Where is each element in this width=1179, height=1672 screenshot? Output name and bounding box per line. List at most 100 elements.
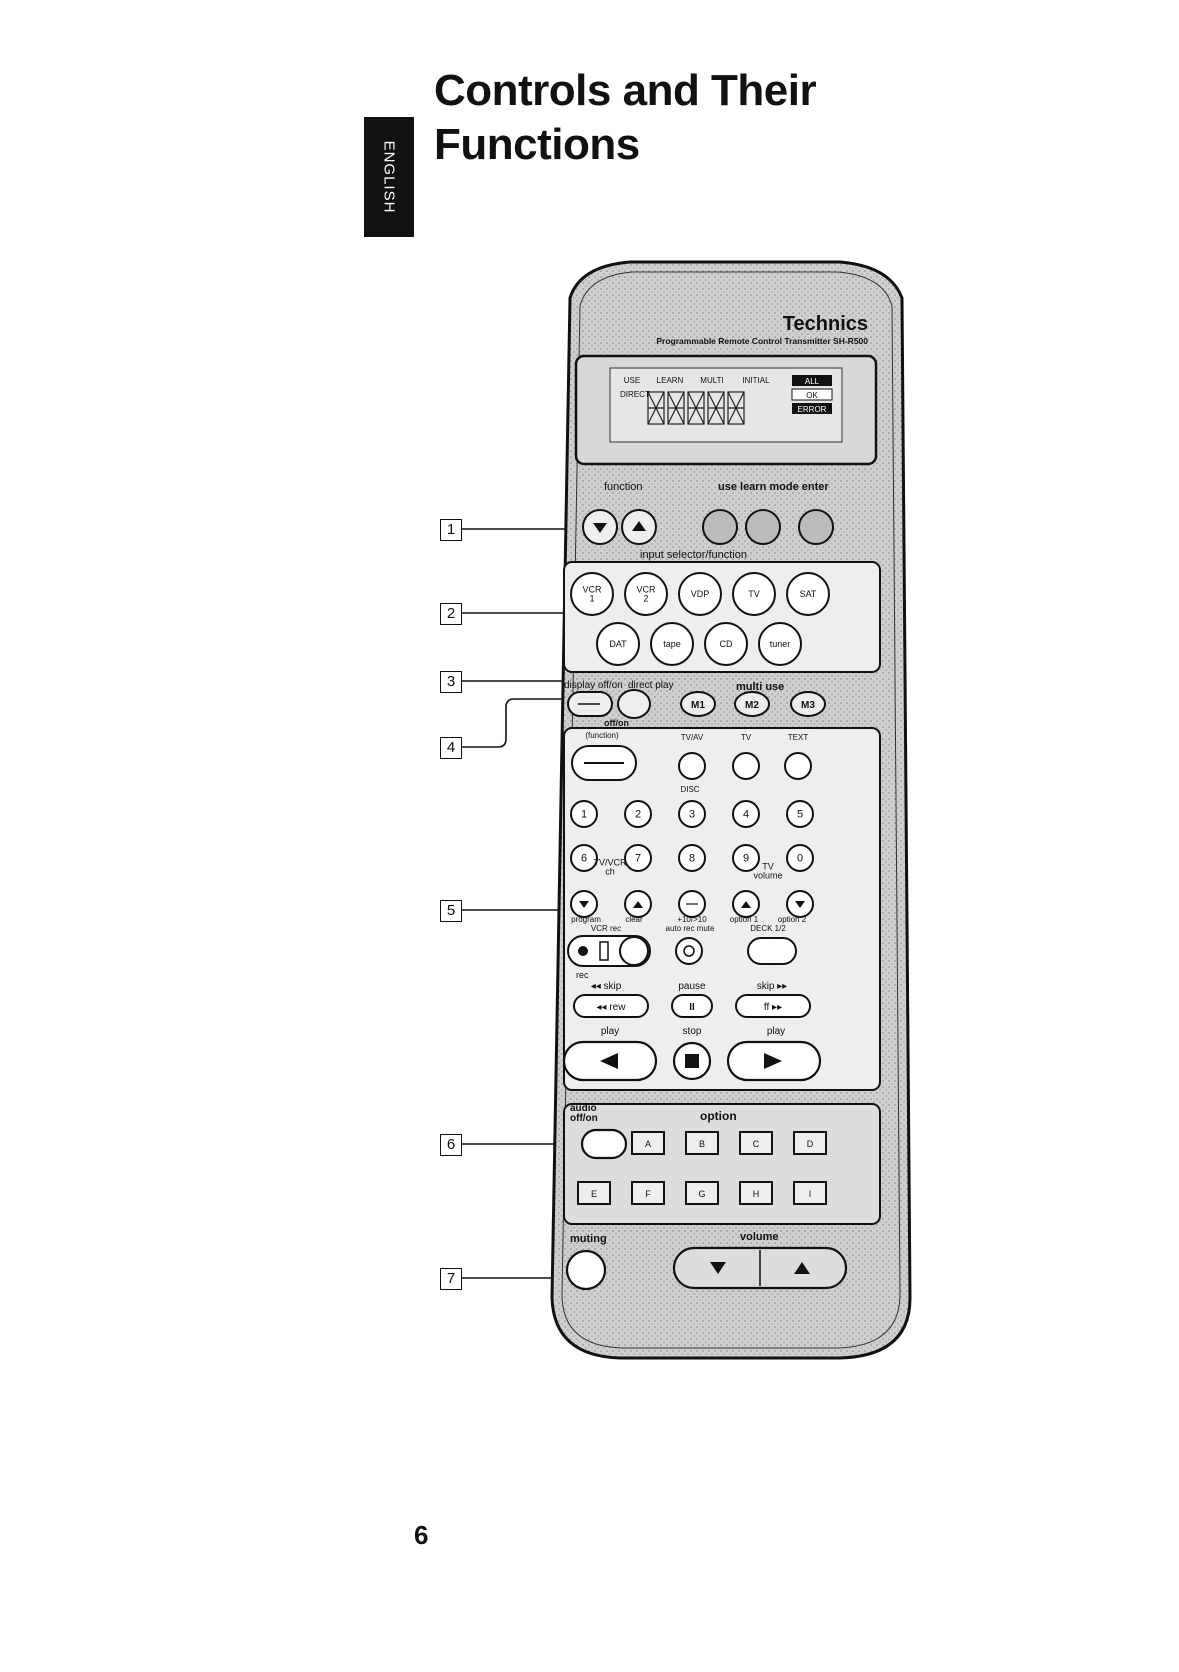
digit-3-button[interactable] bbox=[678, 800, 706, 828]
digit-9-label: 9 bbox=[743, 853, 749, 865]
lcd-label-initial: INITIAL bbox=[742, 376, 770, 385]
auto-rec-mute-button[interactable] bbox=[675, 937, 703, 965]
option-i-button[interactable] bbox=[793, 1181, 827, 1205]
callout-4: 4 bbox=[440, 737, 462, 759]
digit-2-label: 2 bbox=[635, 809, 641, 821]
muting-button[interactable] bbox=[565, 1249, 607, 1291]
deck-button[interactable] bbox=[747, 937, 797, 965]
option-d-label: D bbox=[807, 1139, 814, 1149]
digit-2-button[interactable] bbox=[624, 800, 652, 828]
input-2-label: VDP bbox=[691, 589, 710, 599]
option-h-button[interactable] bbox=[739, 1181, 773, 1205]
audio-button[interactable] bbox=[580, 1128, 628, 1160]
top-row-label-2: TEXT bbox=[788, 733, 809, 742]
direct-play-label: direct play bbox=[628, 680, 674, 691]
input-3-button[interactable] bbox=[732, 572, 776, 616]
option-d-button[interactable] bbox=[793, 1131, 827, 1155]
digit-4-label: 4 bbox=[743, 809, 749, 821]
input-5-button[interactable] bbox=[596, 622, 640, 666]
play-right-icon bbox=[764, 1053, 782, 1069]
input-0-button[interactable] bbox=[570, 572, 614, 616]
input-7-label: CD bbox=[720, 639, 733, 649]
language-tab: ENGLISH bbox=[364, 117, 414, 237]
digit-0-label: 0 bbox=[797, 853, 803, 865]
lcd-label-multi: MULTI bbox=[700, 376, 723, 385]
callout-1: 1 bbox=[440, 519, 462, 541]
title-line-2: Functions bbox=[434, 120, 640, 169]
mode-label: use learn mode enter bbox=[718, 481, 829, 493]
digit-3-label: 3 bbox=[689, 809, 695, 821]
pause-button[interactable] bbox=[671, 994, 713, 1018]
ff-button[interactable] bbox=[735, 994, 811, 1018]
function-label: function bbox=[604, 481, 643, 493]
top-row-label-1: TV bbox=[741, 733, 752, 742]
direct-play-button[interactable] bbox=[617, 689, 651, 719]
display-label: display off/on bbox=[564, 680, 623, 691]
option-c-button[interactable] bbox=[739, 1131, 773, 1155]
digit-8-button[interactable] bbox=[678, 844, 706, 872]
pause-label: pause bbox=[678, 981, 706, 992]
option-g-button[interactable] bbox=[685, 1181, 719, 1205]
auto-rec-mute-label: auto rec mute bbox=[666, 924, 715, 933]
option-b-button[interactable] bbox=[685, 1131, 719, 1155]
stop-label: stop bbox=[683, 1026, 702, 1037]
digit-9-button[interactable] bbox=[732, 844, 760, 872]
input-7-button[interactable] bbox=[704, 622, 748, 666]
function-buttons bbox=[582, 509, 834, 545]
title-line-1: Controls and Their bbox=[434, 66, 817, 115]
callout-6: 6 bbox=[440, 1134, 462, 1156]
input-8-button[interactable] bbox=[758, 622, 802, 666]
input-1-button[interactable] bbox=[624, 572, 668, 616]
multi-m1-button[interactable] bbox=[680, 691, 716, 717]
digit-6-button[interactable] bbox=[570, 844, 598, 872]
learn-mode-button[interactable] bbox=[745, 509, 781, 545]
lcd-label-learn: LEARN bbox=[657, 376, 684, 385]
enter-button[interactable] bbox=[798, 509, 834, 545]
program-label: program bbox=[571, 915, 601, 924]
rew-button[interactable] bbox=[573, 994, 649, 1018]
option2-label: option 2 bbox=[778, 915, 807, 924]
lcd-segment-display bbox=[647, 391, 745, 425]
top-row-button-1[interactable] bbox=[732, 752, 760, 780]
remote-control: Technics Programmable Remote Control Tra… bbox=[550, 260, 912, 1360]
digit-0-button[interactable] bbox=[786, 844, 814, 872]
play-left-label: play bbox=[601, 1026, 619, 1037]
option-g-label: G bbox=[698, 1189, 705, 1199]
disc-label: DISC bbox=[680, 785, 699, 794]
option-h-label: H bbox=[753, 1189, 760, 1199]
multi-use-label: multi use bbox=[736, 681, 784, 693]
use-mode-button[interactable] bbox=[702, 509, 738, 545]
skip-back-label: ◂◂ skip bbox=[591, 981, 622, 992]
input-4-button[interactable] bbox=[786, 572, 830, 616]
input-2-button[interactable] bbox=[678, 572, 722, 616]
callout-3: 3 bbox=[440, 671, 462, 693]
digit-5-button[interactable] bbox=[786, 800, 814, 828]
multi-m3-button[interactable] bbox=[790, 691, 826, 717]
stop-icon bbox=[685, 1054, 699, 1068]
multi-m2-button[interactable] bbox=[734, 691, 770, 717]
option-a-button[interactable] bbox=[631, 1131, 665, 1155]
input-6-label: tape bbox=[663, 639, 681, 649]
page-number: 6 bbox=[414, 1520, 429, 1550]
skip-fwd-label: skip ▸▸ bbox=[757, 981, 788, 992]
digit-5-label: 5 bbox=[797, 809, 803, 821]
digit-1-label: 1 bbox=[581, 809, 587, 821]
top-row-button-0[interactable] bbox=[678, 752, 706, 780]
vcr-rec-right-button[interactable] bbox=[619, 936, 649, 966]
option-e-button[interactable] bbox=[577, 1181, 611, 1205]
lcd-label-use: USE bbox=[624, 376, 640, 385]
top-row-button-2[interactable] bbox=[784, 752, 812, 780]
ten-label: +10/>10 bbox=[677, 915, 707, 924]
digit-1-button[interactable] bbox=[570, 800, 598, 828]
digit-7-button[interactable] bbox=[624, 844, 652, 872]
input-8-label: tuner bbox=[770, 639, 791, 649]
option1-label: option 1 bbox=[730, 915, 759, 924]
option-f-button[interactable] bbox=[631, 1181, 665, 1205]
digit-4-button[interactable] bbox=[732, 800, 760, 828]
lcd-indicator-error: ERROR bbox=[798, 405, 827, 414]
option-label: option bbox=[700, 1109, 737, 1123]
function-sub-label: (function) bbox=[585, 731, 619, 740]
input-6-button[interactable] bbox=[650, 622, 694, 666]
